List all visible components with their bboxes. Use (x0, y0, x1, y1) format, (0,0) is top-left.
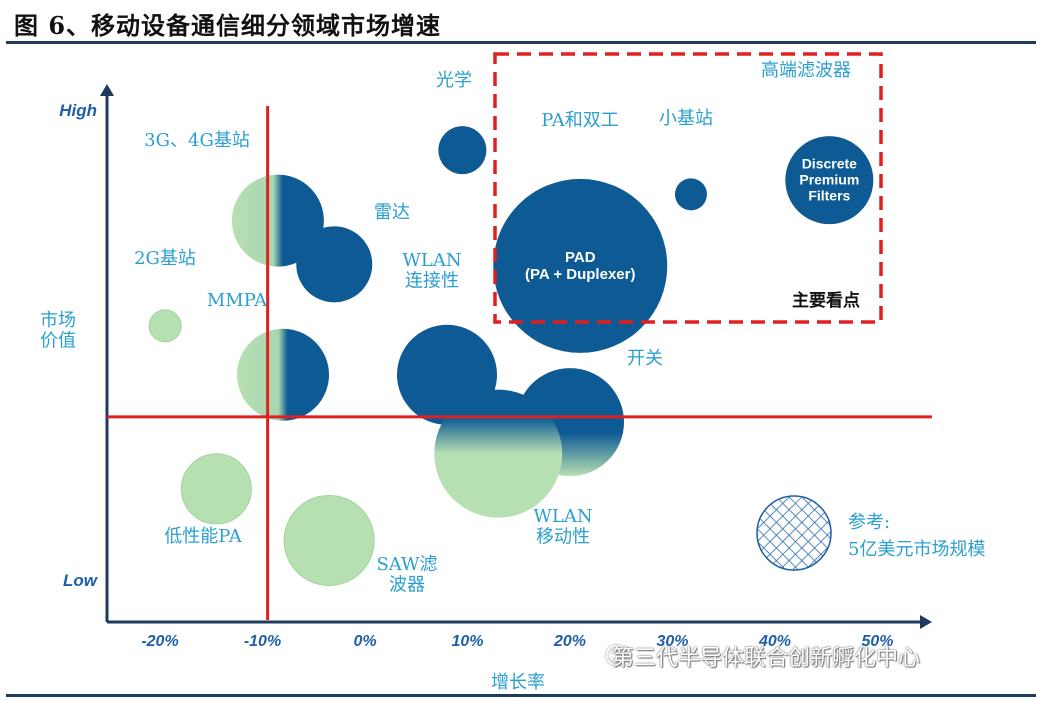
bubble-bs2g (148, 309, 182, 343)
bubble-lowpa (180, 453, 252, 525)
legend-hatch-bubble (756, 495, 832, 571)
bubble-label-pad: PAD(PA + Duplexer) (525, 249, 635, 283)
x-tick-label: 40% (758, 633, 791, 650)
bubble-label-mmpa: MMPA (207, 290, 268, 311)
bubble-bs34g (231, 174, 324, 267)
bubble-optics (438, 126, 487, 175)
bubble-label-lowpa: 低性能PA (164, 526, 242, 547)
bubble-mmpa (237, 328, 329, 421)
legend-title: 参考: (848, 512, 890, 533)
x-axis-arrow (920, 615, 932, 629)
focus-box (493, 52, 883, 324)
bubble-label-bs34g: 3G、4G基站 (144, 130, 250, 151)
bubble-label-bs2g: 2G基站 (134, 248, 196, 269)
x-tick-label: 10% (451, 633, 483, 650)
focus-box-label: 主要看点 (792, 290, 860, 311)
bubble-dpf (785, 136, 874, 225)
label-highend-filters: 高端滤波器 (761, 60, 851, 81)
bubble-label-switch: 开关 (627, 348, 663, 369)
y-axis-arrow (100, 84, 114, 96)
bubble-pad (493, 178, 668, 353)
bubbles (148, 126, 874, 586)
bubble-label-optics: 光学 (436, 70, 472, 91)
y-axis-title: 市场价值 (40, 310, 76, 352)
x-tick-label: -10% (244, 633, 281, 650)
figure-title: 图 6、移动设备通信细分领域市场增速 (14, 11, 442, 40)
bottom-divider (6, 694, 1036, 697)
y-tick-high: High (59, 101, 97, 120)
bubble-wlan_mobile (434, 389, 563, 518)
bubble-smallcell (674, 178, 707, 211)
wechat-icon: ☺ (604, 642, 630, 670)
bubble-radar (296, 226, 373, 303)
title-divider (6, 41, 1036, 44)
bubble-label-smallcell: 小基站 (659, 108, 713, 129)
x-tick-label: -20% (141, 633, 178, 650)
watermark-text: 第三代半导体联合创新孵化中心 (612, 646, 921, 671)
y-tick-low: Low (63, 571, 99, 590)
x-tick-label: 50% (861, 633, 893, 650)
label-pa-duplexer: PA和双工 (541, 110, 618, 131)
x-tick-label: 0% (353, 633, 376, 650)
legend-text: 5亿美元市场规模 (848, 539, 985, 560)
x-tick-label: 20% (553, 633, 586, 650)
x-tick-label: 30% (656, 633, 688, 650)
x-axis-title: 增长率 (491, 672, 545, 693)
bubble-saw (283, 494, 375, 586)
bubble-label-radar: 雷达 (374, 202, 410, 223)
bubble-label-saw: SAW滤波器 (376, 554, 437, 596)
